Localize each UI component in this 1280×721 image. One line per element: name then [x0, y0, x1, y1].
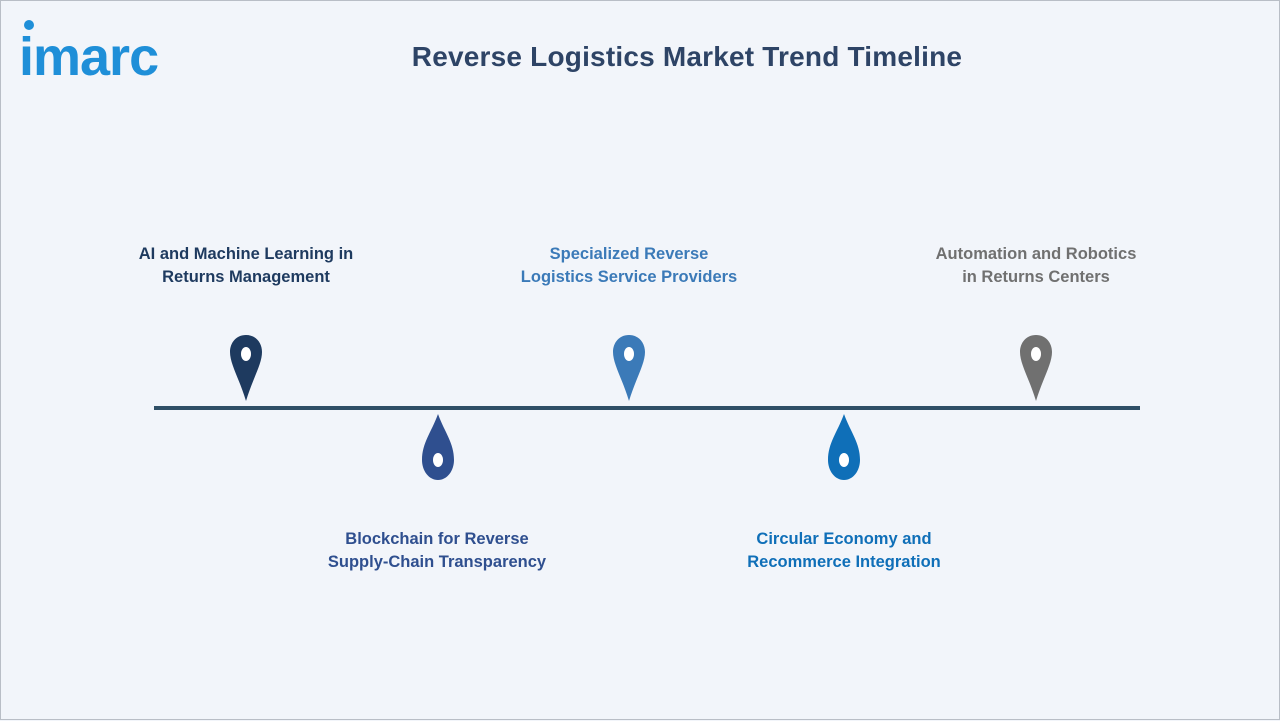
milestone-label-5: Automation and Robotics in Returns Cente…: [886, 243, 1186, 289]
location-pin-icon: [612, 334, 646, 402]
milestone-label-2: Blockchain for Reverse Supply-Chain Tran…: [287, 528, 587, 574]
imarc-logo-graphic: imarc: [19, 20, 159, 85]
milestone-1-line2: Returns Management: [162, 268, 330, 286]
imarc-logo: imarc: [19, 19, 209, 85]
milestone-3-line2: Logistics Service Providers: [520, 268, 738, 286]
location-pin-icon: [1019, 334, 1053, 402]
milestone-4-line2: Recommerce Integration: [747, 553, 941, 571]
milestone-2-line1: Blockchain for Reverse: [345, 530, 529, 548]
milestone-4-line1: Circular Economy and: [756, 530, 932, 548]
milestone-1-line1: AI and Machine Learning in: [138, 245, 354, 263]
location-pin-icon: [229, 334, 263, 402]
milestone-5-line1: Automation and Robotics: [935, 245, 1137, 263]
milestone-label-1: AI and Machine Learning in Returns Manag…: [96, 243, 396, 289]
milestone-3-line1: Specialized Reverse: [549, 245, 709, 263]
drop-pin-icon: [421, 413, 455, 481]
milestone-5-line2: in Returns Centers: [962, 268, 1110, 286]
milestone-2-line2: Supply-Chain Transparency: [327, 553, 547, 571]
timeline-axis-line: [154, 406, 1140, 410]
page-title: Reverse Logistics Market Trend Timeline: [411, 41, 963, 72]
svg-text:imarc: imarc: [19, 27, 158, 85]
drop-pin-icon: [827, 413, 861, 481]
milestone-label-3: Specialized Reverse Logistics Service Pr…: [479, 243, 779, 289]
milestone-label-4: Circular Economy and Recommerce Integrat…: [694, 528, 994, 574]
